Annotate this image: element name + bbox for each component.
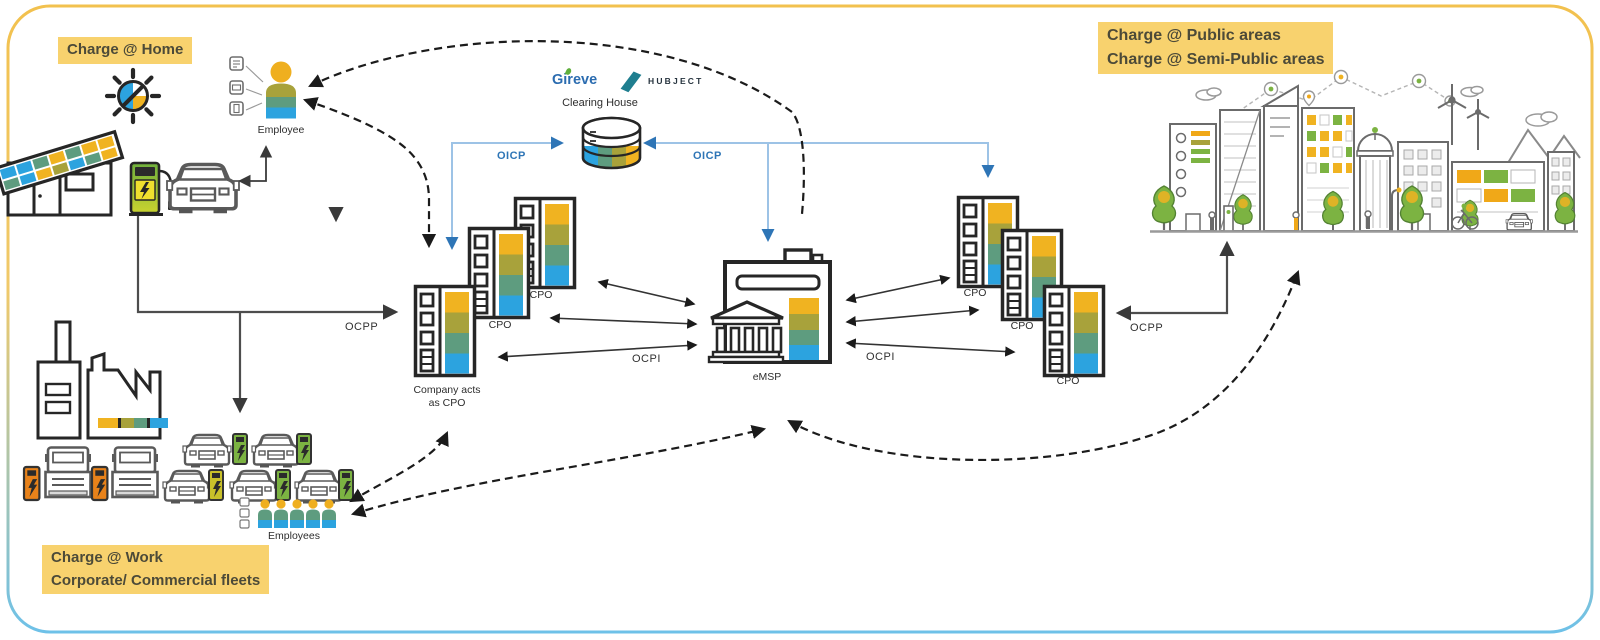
zone-home-label: Charge @ Home <box>58 37 193 64</box>
truck-icon <box>110 446 160 499</box>
truck-charger-icon <box>90 465 109 502</box>
emsp-label: eMSP <box>752 371 782 383</box>
oicp-left-label: OICP <box>497 150 526 162</box>
cpo-emsp-arrow <box>549 313 698 329</box>
dashed-connectors <box>302 40 1301 518</box>
employees-tool-icons <box>239 497 250 529</box>
oicp-connectors <box>445 136 995 250</box>
ocpp-public-label: OCPP <box>1130 322 1164 334</box>
cpo-right-3-label: CPO <box>1056 375 1080 387</box>
cpo-cluster-left <box>413 196 577 378</box>
cpo-emsp-arrow <box>597 278 696 308</box>
employees-label: Employees <box>268 530 320 542</box>
car-charger-icon <box>232 433 248 465</box>
bank-icon <box>707 300 785 364</box>
oicp-link-company-cpo <box>445 136 564 250</box>
car-charger-icon <box>275 469 291 501</box>
truck-icon <box>43 446 93 499</box>
fleet-car-icon <box>293 469 345 505</box>
emsp-city-dashed-link <box>787 269 1301 461</box>
smart-city-illustration <box>1150 69 1581 233</box>
company-cpo-label: Company acts as CPO <box>413 384 481 409</box>
zone-public-label: Charge @ Public areas Charge @ Semi-Publ… <box>1098 22 1334 74</box>
city-charging-pole-icon <box>1223 205 1234 232</box>
oicp-right-label: OICP <box>693 150 722 162</box>
emsp-cpo-arrow <box>845 305 980 327</box>
employee-company-cpo-dashed-link <box>302 97 437 249</box>
zone-work-label: Charge @ Work Corporate/ Commercial flee… <box>42 545 270 594</box>
cpo-left-top-label: CPO <box>529 289 553 301</box>
city-window-grid <box>1306 114 1353 174</box>
card-icon <box>229 80 244 95</box>
employee-emsp-dashed-link <box>308 40 805 215</box>
fleet-vehicles <box>22 433 354 505</box>
clearing-house-database-icon <box>581 116 642 170</box>
car-charger-icon <box>296 433 312 465</box>
sun-icon <box>104 67 162 125</box>
employee-tool-icons <box>229 56 264 116</box>
oicp-link-right-cpo <box>643 136 995 178</box>
phone-icon <box>229 101 244 116</box>
emsp-cpo-arrow <box>845 274 951 304</box>
cpo-emsp-arrow <box>497 340 698 362</box>
home-ev-charger-icon <box>129 161 174 216</box>
ocpi-left-label: OCPI <box>632 353 661 365</box>
car-charger-icon <box>208 469 224 501</box>
ocpp-public-line <box>1115 240 1235 321</box>
car-employee-link <box>238 145 273 188</box>
cpo-right-1-label: CPO <box>963 287 987 299</box>
ocpp-home-line <box>136 216 399 320</box>
house-solar-icon <box>0 129 125 217</box>
fleet-car-icon <box>228 469 280 505</box>
employee-label: Employee <box>257 124 305 136</box>
company-cpo-building-icon <box>413 284 477 378</box>
wind-turbine-icon <box>1437 84 1490 150</box>
cart-icon <box>229 56 244 71</box>
truck-charger-icon <box>22 465 41 502</box>
hubject-logo: HUBJECT <box>618 68 704 94</box>
fleet-car-icon <box>161 469 213 505</box>
hubject-mark-icon <box>620 71 642 93</box>
clearing-house-label: Clearing House <box>562 97 638 109</box>
factory-color-bar <box>98 418 168 428</box>
canvas-border <box>6 4 1594 634</box>
fleet-car-icon <box>181 433 233 469</box>
cloud-icon <box>1195 85 1558 127</box>
pedestrian-icon <box>1208 210 1372 230</box>
employees-company-cpo-dashed-link <box>349 431 449 503</box>
cpo-building-icon <box>1042 284 1106 378</box>
factory-icon <box>36 320 168 440</box>
cpo-left-mid-label: CPO <box>488 319 512 331</box>
cpo-right-2-label: CPO <box>1010 320 1034 332</box>
employee-avatar <box>266 61 296 119</box>
emsp-building-icon <box>707 248 832 364</box>
cpo-building-icon <box>467 226 531 320</box>
bicycle-icon <box>1451 203 1479 230</box>
ocpi-right-label: OCPI <box>866 351 895 363</box>
employees-avatars <box>239 497 336 529</box>
ocpp-home-label: OCPP <box>345 321 379 333</box>
home-ev-car-icon <box>165 162 241 216</box>
employees-emsp-dashed-link <box>350 424 767 518</box>
gireve-logo: Gireve <box>552 67 597 88</box>
fleet-car-icon <box>250 433 302 469</box>
car-charger-icon <box>338 469 354 501</box>
